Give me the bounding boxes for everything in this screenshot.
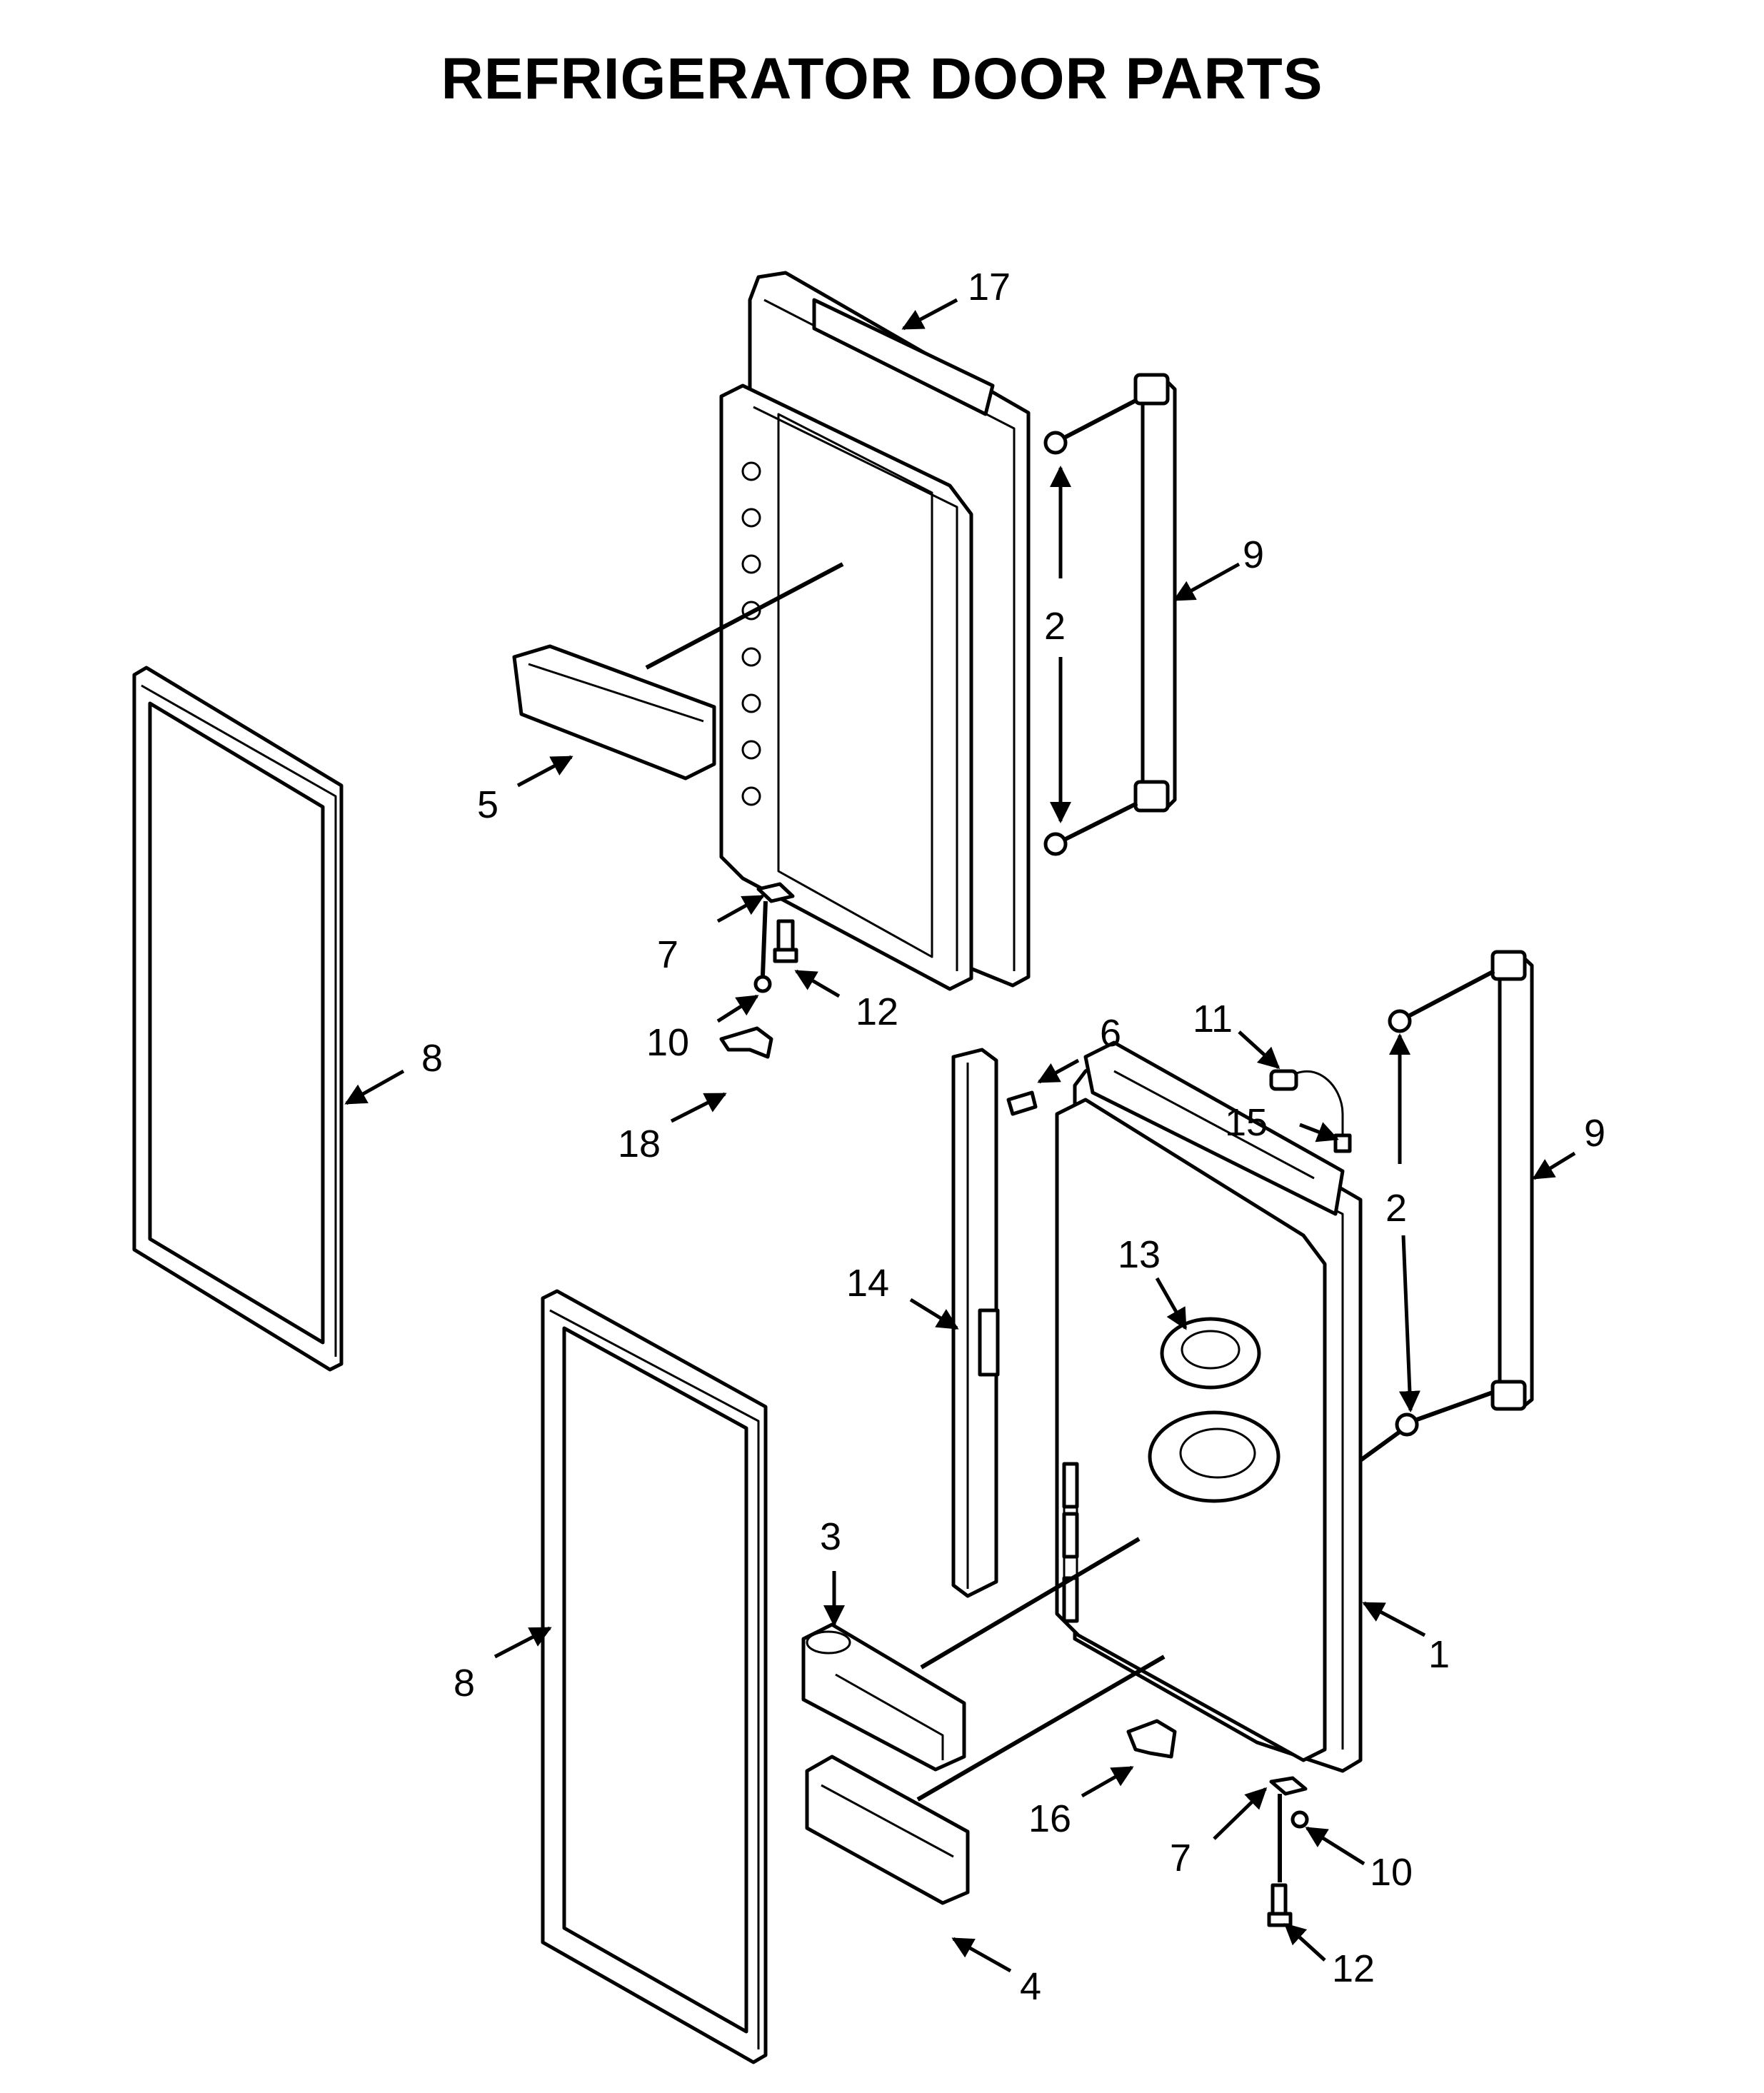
callout-16: 16	[1028, 1797, 1071, 1840]
upper-door-panel	[719, 271, 1031, 991]
door-gasket-8-lower	[541, 1289, 768, 2064]
callout-9-upper: 9	[1243, 533, 1264, 576]
callout-6: 6	[1100, 1012, 1121, 1055]
callout-8-upper: 8	[421, 1037, 443, 1080]
door-bin-5	[512, 562, 844, 781]
callout-10-lower: 10	[1370, 1851, 1413, 1894]
flipper-mullion-14	[951, 1048, 1000, 1598]
callout-9-lower: 9	[1584, 1112, 1605, 1155]
callout-11: 11	[1193, 998, 1233, 1040]
dispenser-cup-13-outer	[1160, 1317, 1261, 1390]
clip-16	[1126, 1719, 1177, 1759]
callout-14: 14	[846, 1262, 889, 1305]
callout-17: 17	[968, 266, 1011, 308]
callout-15: 15	[1225, 1101, 1268, 1144]
callout-18: 18	[618, 1123, 661, 1165]
callout-10-upper: 10	[646, 1021, 689, 1064]
lower-hinge-hardware	[1267, 1776, 1309, 1927]
door-handle-9-upper	[1043, 373, 1177, 856]
callout-3: 3	[820, 1515, 841, 1558]
lower-door-panel	[1055, 1040, 1363, 1773]
callout-13: 13	[1118, 1233, 1161, 1276]
door-gasket-8-upper	[132, 666, 344, 1372]
leader-lines	[344, 298, 1576, 1973]
callout-4: 4	[1020, 1965, 1041, 2008]
door-bin-4	[805, 1655, 1166, 1905]
callout-7-lower: 7	[1170, 1837, 1191, 1879]
door-handle-9-lower	[1359, 950, 1534, 1462]
callout-2-lower: 2	[1385, 1187, 1407, 1230]
callout-12-lower: 12	[1332, 1947, 1375, 1990]
door-bin-supports-upper	[741, 461, 761, 806]
screw-6	[1006, 1090, 1038, 1116]
callout-1: 1	[1428, 1633, 1450, 1676]
callout-12-upper: 12	[856, 990, 898, 1033]
callout-2-upper: 2	[1044, 605, 1066, 648]
upper-hinge-hardware	[753, 882, 798, 993]
clip-18	[719, 1026, 773, 1059]
water-tube-11	[1269, 1069, 1352, 1153]
callout-8-lower: 8	[453, 1662, 475, 1705]
callout-labels: 17 9 2 5 7 12 10 8 18 6 11 15 9 2 13 14 …	[421, 266, 1605, 2008]
diagram-title: REFRIGERATOR DOOR PARTS	[441, 46, 1323, 111]
callout-5: 5	[477, 783, 498, 826]
callout-7-upper: 7	[657, 933, 678, 976]
